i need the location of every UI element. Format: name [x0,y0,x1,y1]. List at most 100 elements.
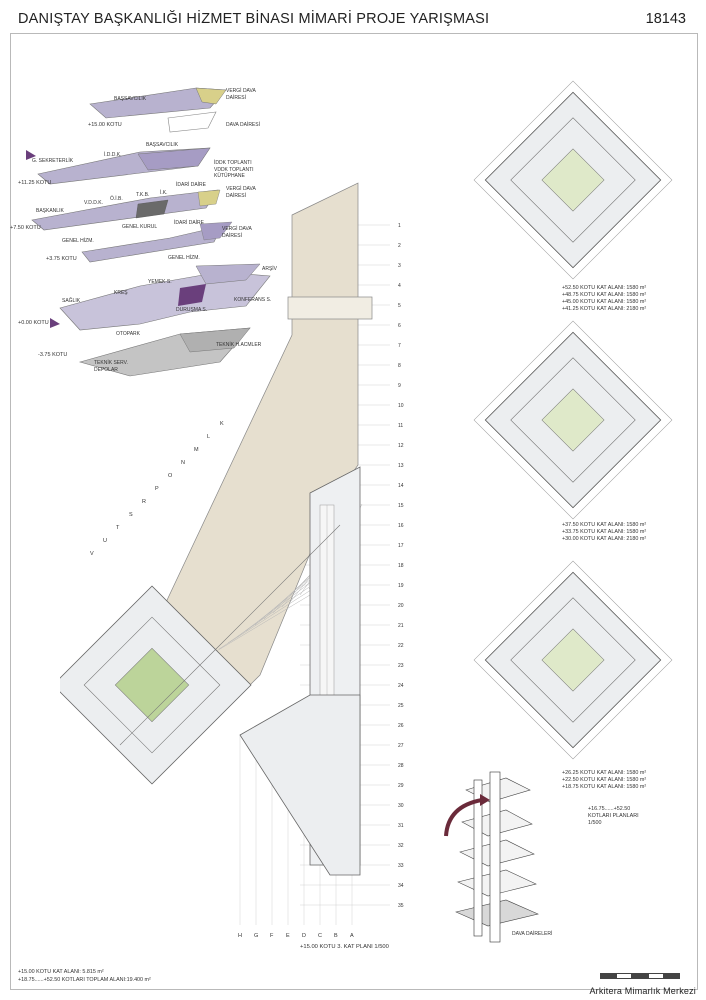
diag-letter: R [142,499,146,505]
grid-number: 9 [398,383,401,389]
diag-letter: P [155,486,159,492]
grid-number: 26 [398,723,404,729]
label-kotu-750: +7.50 KOTU [10,225,41,231]
label-vergi-1: VERGİ DAVA DAİRESİ [226,88,256,101]
tower-footprint [159,182,359,736]
diag-letter: V [90,551,94,557]
diag-letter: N [181,460,185,466]
grid-number: 27 [398,743,404,749]
kat-alani-line: +26.25 KOTU KAT ALANI: 1580 m² [562,770,647,776]
grid-number: 21 [398,623,404,629]
grid-number: 25 [398,703,404,709]
grid-number: 24 [398,683,404,689]
grid-number: 10 [398,403,404,409]
grid-number: 13 [398,463,404,469]
sheet-frame [10,33,698,990]
grid-number: 14 [398,483,404,489]
grid-number: 7 [398,343,401,349]
grid-number: 19 [398,583,404,589]
header: DANIŞTAY BAŞKANLIĞI HİZMET BİNASI MİMARİ… [10,4,696,32]
label-genel-hizm: GENEL HİZM. [62,238,94,244]
grid-number: 35 [398,903,404,909]
kat-alani-line: +41.25 KOTU KAT ALANI: 2180 m² [562,306,647,312]
footer-line-2: +18.75......+52.50 KOTLARI TOPLAM ALANI:… [18,976,151,983]
grid-number: 6 [398,323,401,329]
label-oib: Ö.İ.B. [110,196,123,202]
label-g-sekreterlik: G. SEKRETERLİK [32,158,74,164]
level-marker-icon [26,150,36,160]
diag-letter: U [103,538,107,544]
small-plans-title: +16.75......+52.50 KOTLARI PLANLARI 1/50… [588,806,639,826]
level-marker-icon [50,318,60,328]
grid-letter: A [350,933,354,939]
bridge-bar [287,296,373,320]
grid-letter: C [318,933,322,939]
label-tkb: T.K.B. [136,192,150,198]
kat-alani-line: +48.75 KOTU KAT ALANI: 1580 m² [562,292,647,298]
diag-letter: O [168,473,173,479]
main-plan-title: +15.00 KOTU 3. KAT PLANI 1/500 [300,944,389,950]
grid-number: 12 [398,443,404,449]
exploded-stack-diagram [444,771,539,943]
grid-number: 23 [398,663,404,669]
label-dava-dairesi: DAVA DAİRESİ [226,122,260,128]
label-vergi-3: VERGİ DAVA DAİRESİ [222,226,252,239]
grid-number: 16 [398,523,404,529]
label-bassavcilik-2: BAŞSAVCILIK [146,142,179,148]
project-number: 18143 [645,11,686,27]
kat-alani-group-3: +26.25 KOTU KAT ALANI: 1580 m² +22.50 KO… [562,770,646,791]
grid-letter: D [302,933,306,939]
grid-number: 15 [398,503,404,509]
label-idari-daire: İDARİ DAİRE [176,182,207,188]
grid-letter: G [254,933,258,939]
grid-number: 34 [398,883,404,889]
kat-alani-line: +22.50 KOTU KAT ALANI: 1580 m² [562,777,647,783]
slab-750 [31,189,221,231]
axonometric-diagram [26,87,271,377]
label-vergi-2: VERGİ DAVA DAİRESİ [226,186,256,199]
grid-number: 33 [398,863,404,869]
grid-number: 20 [398,603,404,609]
slab-15 [89,87,227,133]
kat-alani-line: +18.75 KOTU KAT ALANI: 1580 m² [562,784,647,790]
kat-alani-group-2: +37.50 KOTU KAT ALANI: 1580 m² +33.75 KO… [562,522,646,543]
label-idok: İ.D.D.K. [104,152,122,158]
grid-number: 5 [398,303,401,309]
slab-m375 [78,327,251,377]
kat-alani-line: +30.00 KOTU KAT ALANI: 2180 m² [562,536,647,542]
kat-alani-line: +52.50 KOTU KAT ALANI: 1580 m² [562,285,647,291]
grid-letter: E [286,933,290,939]
slab-375 [81,221,233,263]
label-teknik: TEKNİK H.ACMLER [216,342,262,348]
label-kotu-375: +3.75 KOTU [46,256,77,262]
diag-letter: L [207,434,210,440]
label-kotu-1125: +11.25 KOTU [18,180,52,186]
label-idari-daire-2: İDARİ DAİRE [174,220,205,226]
grid-number: 1 [398,223,401,229]
label-durusma: DURUŞMA S. [176,307,208,313]
grid-number: 29 [398,783,404,789]
slab-000 [59,263,271,331]
kat-alani-line: +37.50 KOTU KAT ALANI: 1580 m² [562,522,647,528]
grid-letter: B [334,933,338,939]
typical-plan-3 [473,560,673,760]
label-iddk-toplanti: İDDK TOPLANTI VDDK TOPLANTI KÜTÜPHANE [214,160,254,179]
label-vddk: V.D.D.K. [84,200,103,206]
label-kres: KREŞ [114,290,128,296]
grid-number: 31 [398,823,404,829]
grid-number: 30 [398,803,404,809]
grid-number: 28 [398,763,404,769]
dava-daireleri-label: DAVA DAİRELERİ [512,931,553,937]
typical-plan-1 [473,80,673,280]
footer-notes: +15.00 KOTU KAT ALANI: 5.815 m² +18.75..… [18,969,151,984]
grid-number: 17 [398,543,404,549]
scale-bar [600,973,680,979]
grid-number: 4 [398,283,401,289]
grid-number: 3 [398,263,401,269]
brand-watermark: Arkitera Mimarlık Merkezi [589,986,696,996]
label-yemek: YEMEK S. [148,279,172,285]
label-arsiv: ARŞİV [262,266,278,272]
hatch-line [218,587,315,650]
kat-alani-group-1: +52.50 KOTU KAT ALANI: 1580 m² +48.75 KO… [562,285,646,313]
label-kotu-15: +15.00 KOTU [88,122,122,128]
